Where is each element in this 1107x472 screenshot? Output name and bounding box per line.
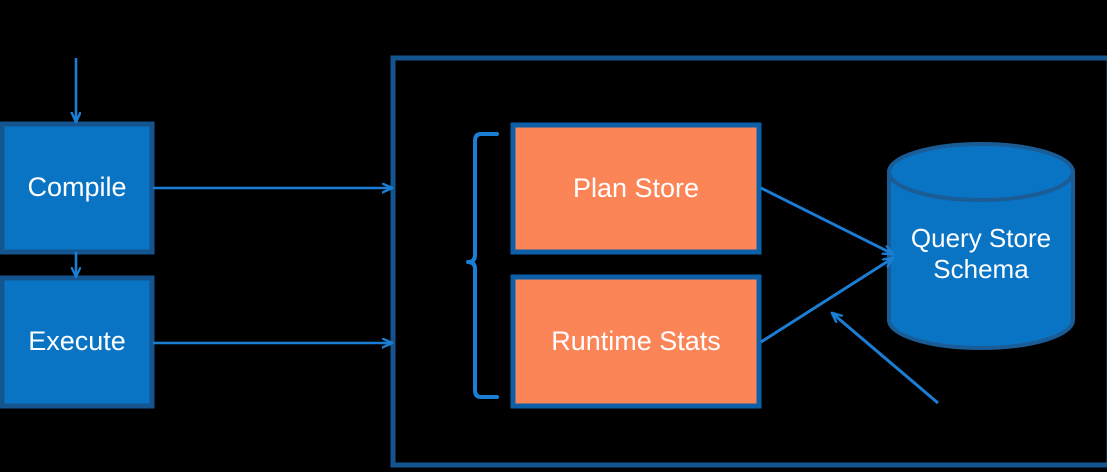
- query-store-container: [390, 55, 1107, 468]
- group-brace: [466, 132, 499, 399]
- runtime-stats-box[interactable]: [510, 274, 762, 409]
- execute-box[interactable]: [0, 275, 155, 409]
- plan-store-box[interactable]: [510, 122, 762, 255]
- external-to-schema-arrow: [832, 313, 939, 405]
- runtime-stats-to-schema-arrow: [760, 258, 893, 344]
- compile-box[interactable]: [0, 121, 155, 255]
- plan-store-to-schema-arrow: [760, 186, 893, 256]
- query-store-schema-cylinder[interactable]: [887, 142, 1075, 350]
